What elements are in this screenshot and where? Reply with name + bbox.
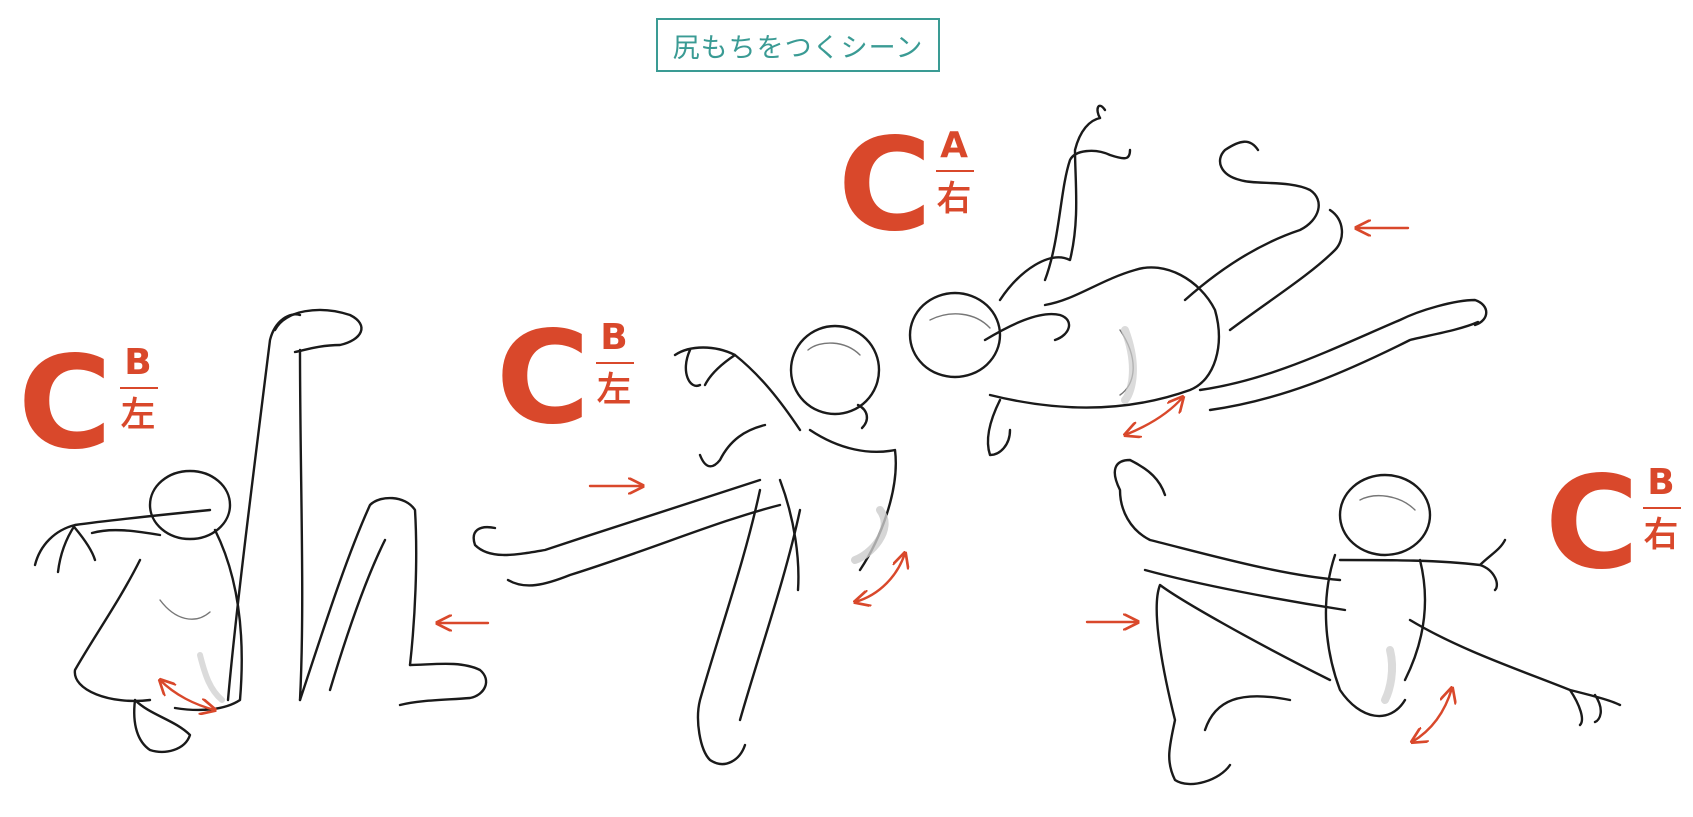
label-top: A	[940, 125, 968, 166]
figure-falling-center-seated	[472, 324, 897, 766]
curved-double-arrow-icon	[855, 553, 905, 602]
label-top: B	[124, 342, 152, 383]
curved-double-arrow-icon	[160, 680, 215, 710]
figure-lying-right-top	[908, 104, 1488, 457]
label-divider	[1643, 507, 1681, 509]
figure-falling-left-legs-up	[33, 308, 488, 754]
label-letter: C	[838, 111, 932, 260]
label-c-b-right: C B 右	[1545, 460, 1685, 590]
label-bottom: 左	[121, 395, 155, 435]
label-bottom: 右	[1644, 515, 1678, 555]
label-bottom: 右	[937, 179, 971, 219]
label-letter: C	[1545, 449, 1639, 598]
label-bottom: 左	[597, 370, 631, 410]
label-divider	[120, 387, 158, 389]
annotation-arrows	[160, 228, 1452, 742]
label-c-b-left-1: C B 左	[18, 340, 158, 470]
label-top: B	[600, 317, 628, 358]
page-title: 尻もちをつくシーン	[656, 18, 940, 72]
label-divider	[936, 170, 974, 172]
curved-double-arrow-icon	[1125, 397, 1183, 435]
curved-double-arrow-icon	[1412, 688, 1452, 742]
figure-falling-right-bottom	[1113, 458, 1622, 786]
label-divider	[596, 362, 634, 364]
label-letter: C	[18, 329, 112, 478]
label-letter: C	[496, 304, 590, 453]
label-c-a-right: C A 右	[838, 122, 978, 252]
label-top: B	[1647, 462, 1675, 503]
label-c-b-left-2: C B 左	[496, 315, 636, 445]
